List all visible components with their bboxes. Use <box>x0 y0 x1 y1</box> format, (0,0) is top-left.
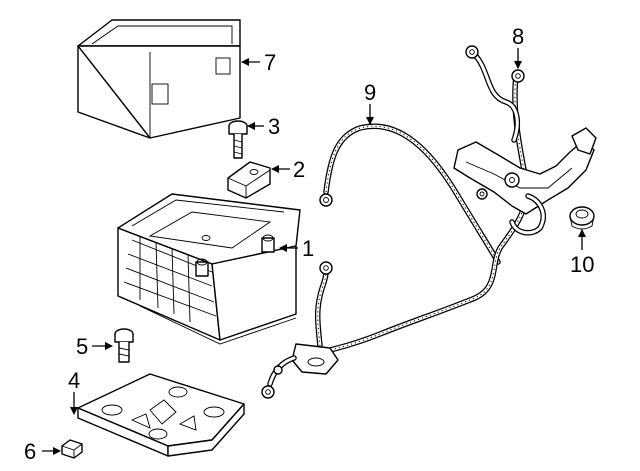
callout-10: 10 <box>570 252 594 277</box>
callout-1: 1 <box>302 236 314 261</box>
battery-tray <box>77 373 245 457</box>
hold-down-retainer <box>227 161 271 199</box>
retainer-clip <box>61 439 83 459</box>
callout-8: 8 <box>512 24 524 49</box>
negative-cable <box>319 123 501 265</box>
battery <box>117 193 301 345</box>
callout-6: 6 <box>24 439 36 464</box>
positive-cable-harness <box>261 45 597 399</box>
hold-down-bolt <box>228 120 248 159</box>
callout-5: 5 <box>76 334 88 359</box>
insulator-box <box>77 19 241 139</box>
cable-grommet <box>569 206 595 230</box>
callout-2: 2 <box>293 157 305 182</box>
callout-3: 3 <box>268 114 280 139</box>
tray-bolt <box>114 328 134 363</box>
callout-4: 4 <box>68 368 80 393</box>
callout-9: 9 <box>364 80 376 105</box>
callout-7: 7 <box>264 50 276 75</box>
